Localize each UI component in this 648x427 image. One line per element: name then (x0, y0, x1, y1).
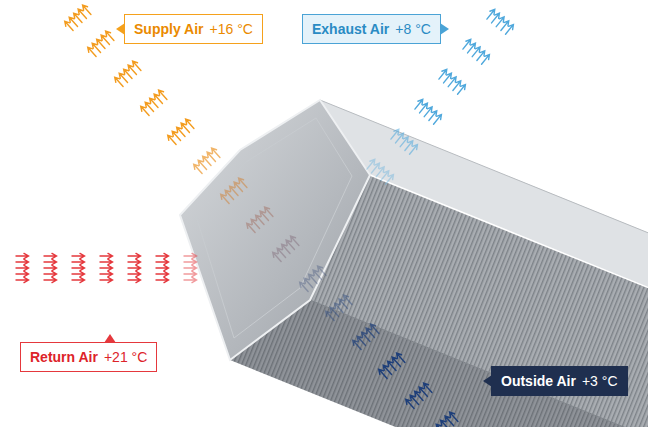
temperature-value: +3 °C (582, 373, 618, 389)
temperature-label: Return Air +21 °C (20, 342, 157, 372)
air-name: Outside Air (501, 373, 576, 389)
temperature-value: +21 °C (104, 349, 147, 365)
air-name: Supply Air (134, 21, 204, 37)
temperature-label: Exhaust Air +8 °C (302, 14, 441, 44)
air-name: Return Air (30, 349, 98, 365)
temperature-label: Supply Air +16 °C (124, 14, 263, 44)
temperature-value: +16 °C (210, 21, 253, 37)
temperature-value: +8 °C (395, 21, 431, 37)
temperature-label: Outside Air +3 °C (491, 366, 628, 396)
air-name: Exhaust Air (312, 21, 389, 37)
